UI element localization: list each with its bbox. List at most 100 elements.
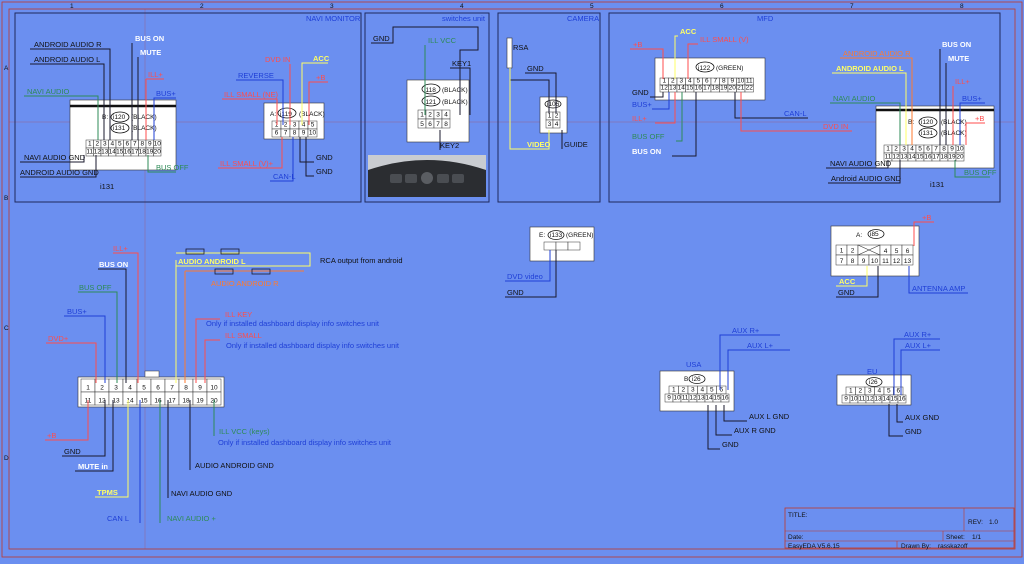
label-ill-plus: ILL+ — [632, 114, 647, 123]
label-i131: i131 — [930, 180, 944, 189]
pin-number: 3 — [679, 78, 683, 85]
label-aux-l: AUX L+ — [747, 341, 774, 350]
label-bus-on: BUS ON — [135, 34, 164, 43]
label-gnd: GND — [316, 153, 333, 162]
svg-text:(BLACK): (BLACK) — [941, 119, 967, 126]
label-bus-plus: BUS+ — [632, 100, 652, 109]
pin-number: 5 — [420, 121, 424, 128]
svg-text:(BLACK): (BLACK) — [131, 114, 157, 121]
label-eu: EU — [867, 367, 877, 376]
label-ill-vcc: ILL VCC — [428, 36, 457, 45]
pin-number: 13 — [112, 398, 120, 405]
pin-number: 9 — [950, 146, 954, 153]
pin-number: 15 — [140, 398, 148, 405]
pin-number: 14 — [882, 396, 890, 403]
grid-col-label: 3 — [330, 3, 334, 10]
pin-number: 6 — [705, 78, 709, 85]
svg-text:(BLACK): (BLACK) — [299, 111, 325, 118]
label-aux-r: AUX R+ — [732, 326, 760, 335]
label-bus-off: BUS OFF — [79, 283, 112, 292]
pin-number: 19 — [948, 154, 956, 161]
label-bus-plus: BUS+ — [156, 89, 176, 98]
pin-number: 19 — [720, 85, 728, 92]
pin-number: 3 — [436, 112, 440, 119]
pin-number: 14 — [908, 154, 916, 161]
label-aux-r: AUX R+ — [904, 330, 932, 339]
label-navi-audio: NAVI AUDIO — [27, 87, 70, 96]
label-bus-on: BUS ON — [99, 260, 128, 269]
label-aux-l-gnd: AUX L GND — [749, 412, 790, 421]
pin-number: 11 — [882, 258, 889, 265]
pin-number: 19 — [196, 398, 204, 405]
pin-number: 12 — [661, 85, 669, 92]
svg-text:i122: i122 — [698, 65, 711, 72]
pin-number: 9 — [302, 130, 306, 137]
label-dvd-in: DVD IN — [265, 55, 290, 64]
label-bus-plus: BUS+ — [67, 307, 87, 316]
pin-number: 1 — [840, 248, 844, 255]
pin-number: 5 — [710, 387, 714, 394]
pin-number: 8 — [140, 141, 144, 148]
pin-number: 4 — [877, 388, 881, 395]
label-rca-output: RCA output from android — [320, 256, 403, 265]
label-plus-b: +B — [47, 431, 56, 440]
pin-number: 16 — [124, 149, 132, 156]
pin-number: 2 — [858, 388, 862, 395]
pin-number: 8 — [184, 385, 188, 392]
svg-text:i118: i118 — [424, 87, 436, 94]
label-rsa: RSA — [513, 43, 528, 52]
pin-number: 15 — [686, 85, 694, 92]
pin-number: 2 — [555, 113, 559, 120]
svg-text:i119: i119 — [280, 111, 292, 118]
pin-number: 4 — [700, 387, 704, 394]
pin-number: 6 — [719, 387, 723, 394]
label-gnd: GND — [373, 34, 390, 43]
grid-col-label: 7 — [850, 3, 854, 10]
label-dvd-in: DVD IN — [823, 122, 848, 131]
pin-number: 6 — [896, 388, 900, 395]
pin-number: 3 — [691, 387, 695, 394]
rev-label: REV: — [968, 519, 983, 526]
grid-col-label: 2 — [200, 3, 204, 10]
pin-number: 10 — [956, 146, 964, 153]
pin-number: 10 — [850, 396, 858, 403]
label-ill-small-v: ILL SMALL (V)+ — [220, 159, 274, 168]
label-mute-in: MUTE in — [78, 462, 108, 471]
pin-number: 8 — [851, 258, 855, 265]
label-plus-b: +B — [316, 73, 325, 82]
svg-text:i26: i26 — [869, 379, 878, 386]
label-guide: GUIDE — [564, 140, 588, 149]
pin-number: 8 — [722, 78, 726, 85]
label-navi-audio-plus: NAVI AUDIO + — [167, 514, 216, 523]
label-dvd-plus: DVD+ — [48, 334, 69, 343]
pin-number: 7 — [133, 141, 137, 148]
label-can-l: CAN L — [107, 514, 129, 523]
grid-row-label: D — [4, 455, 9, 462]
pin-number: 16 — [154, 398, 162, 405]
sheet-inner-border — [8, 8, 1016, 550]
label-can-l: CAN-L — [784, 109, 807, 118]
pin-number: 2 — [681, 387, 685, 394]
pin-number: 2 — [428, 112, 432, 119]
pin-cell — [720, 393, 730, 403]
pin-number: 10 — [737, 78, 745, 85]
pin-number: 7 — [840, 258, 844, 265]
pin-number: 10 — [154, 141, 162, 148]
pin-number: 14 — [705, 395, 713, 402]
label-gnd: GND — [632, 88, 649, 97]
pin-number: 7 — [436, 121, 440, 128]
label-android-audio-gnd: Android AUDIO GND — [831, 174, 902, 183]
label-aux-r-gnd: AUX R GND — [734, 426, 776, 435]
label-aux-gnd: AUX GND — [905, 413, 940, 422]
label-only-installed-2: Only if installed dashboard display info… — [226, 341, 400, 350]
grid-col-label: 5 — [590, 3, 594, 10]
pin-number: 4 — [910, 146, 914, 153]
pin-number: 4 — [688, 78, 692, 85]
sheet-value: 1/1 — [972, 534, 981, 541]
pin-number: 20 — [729, 85, 737, 92]
